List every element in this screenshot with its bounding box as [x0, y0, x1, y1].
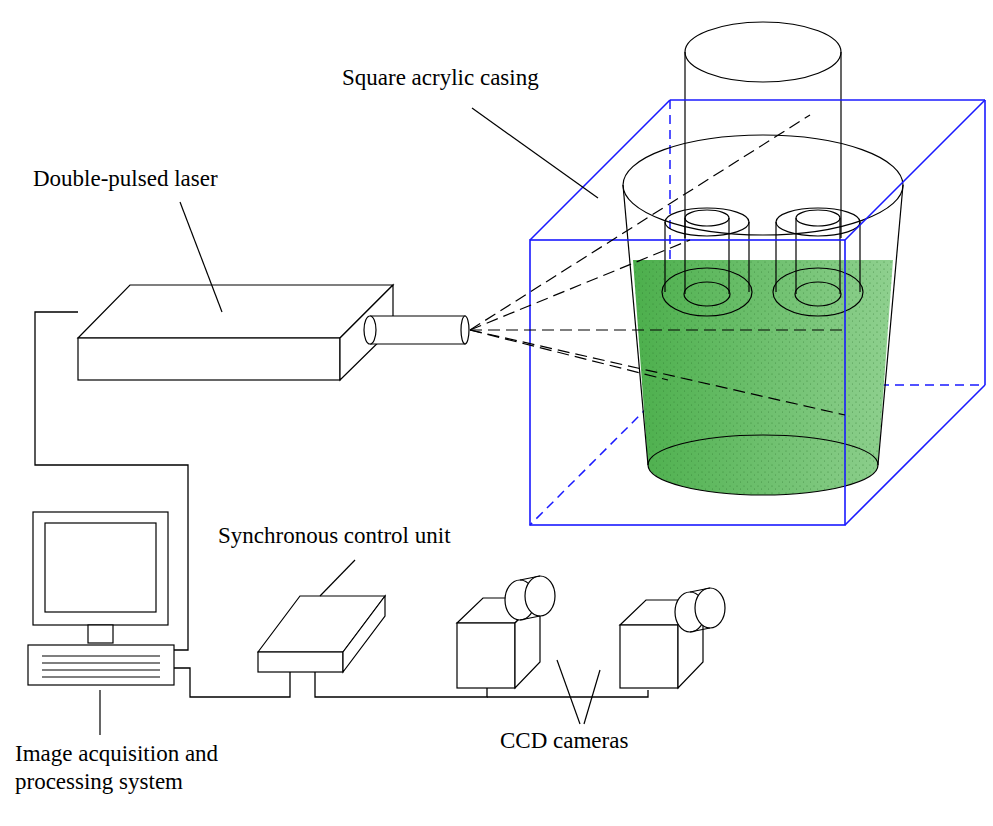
part-label: Synchronous control unit: [218, 522, 451, 550]
part-label: Square acrylic casing: [342, 64, 539, 92]
part-label: CCD cameras: [500, 727, 628, 755]
rotor-shaft-housing: [685, 22, 841, 238]
seeded-water: [633, 260, 893, 495]
mixing-vessel: [623, 135, 903, 495]
part-label: Image acquisition and processing system: [15, 740, 287, 795]
laser-sheet: [470, 115, 845, 415]
casing-hidden-edges: [530, 100, 985, 525]
leader-lines: [100, 108, 600, 735]
part-label: Double-pulsed laser: [33, 165, 218, 193]
sync-unit: [258, 596, 385, 672]
impeller-cylinders: [662, 208, 863, 316]
computer: [28, 512, 174, 685]
cables: [35, 312, 648, 697]
square-acrylic-casing: [530, 100, 985, 525]
ccd-camera: [620, 588, 725, 688]
laser-unit: [78, 285, 469, 380]
ccd-camera: [457, 576, 555, 688]
